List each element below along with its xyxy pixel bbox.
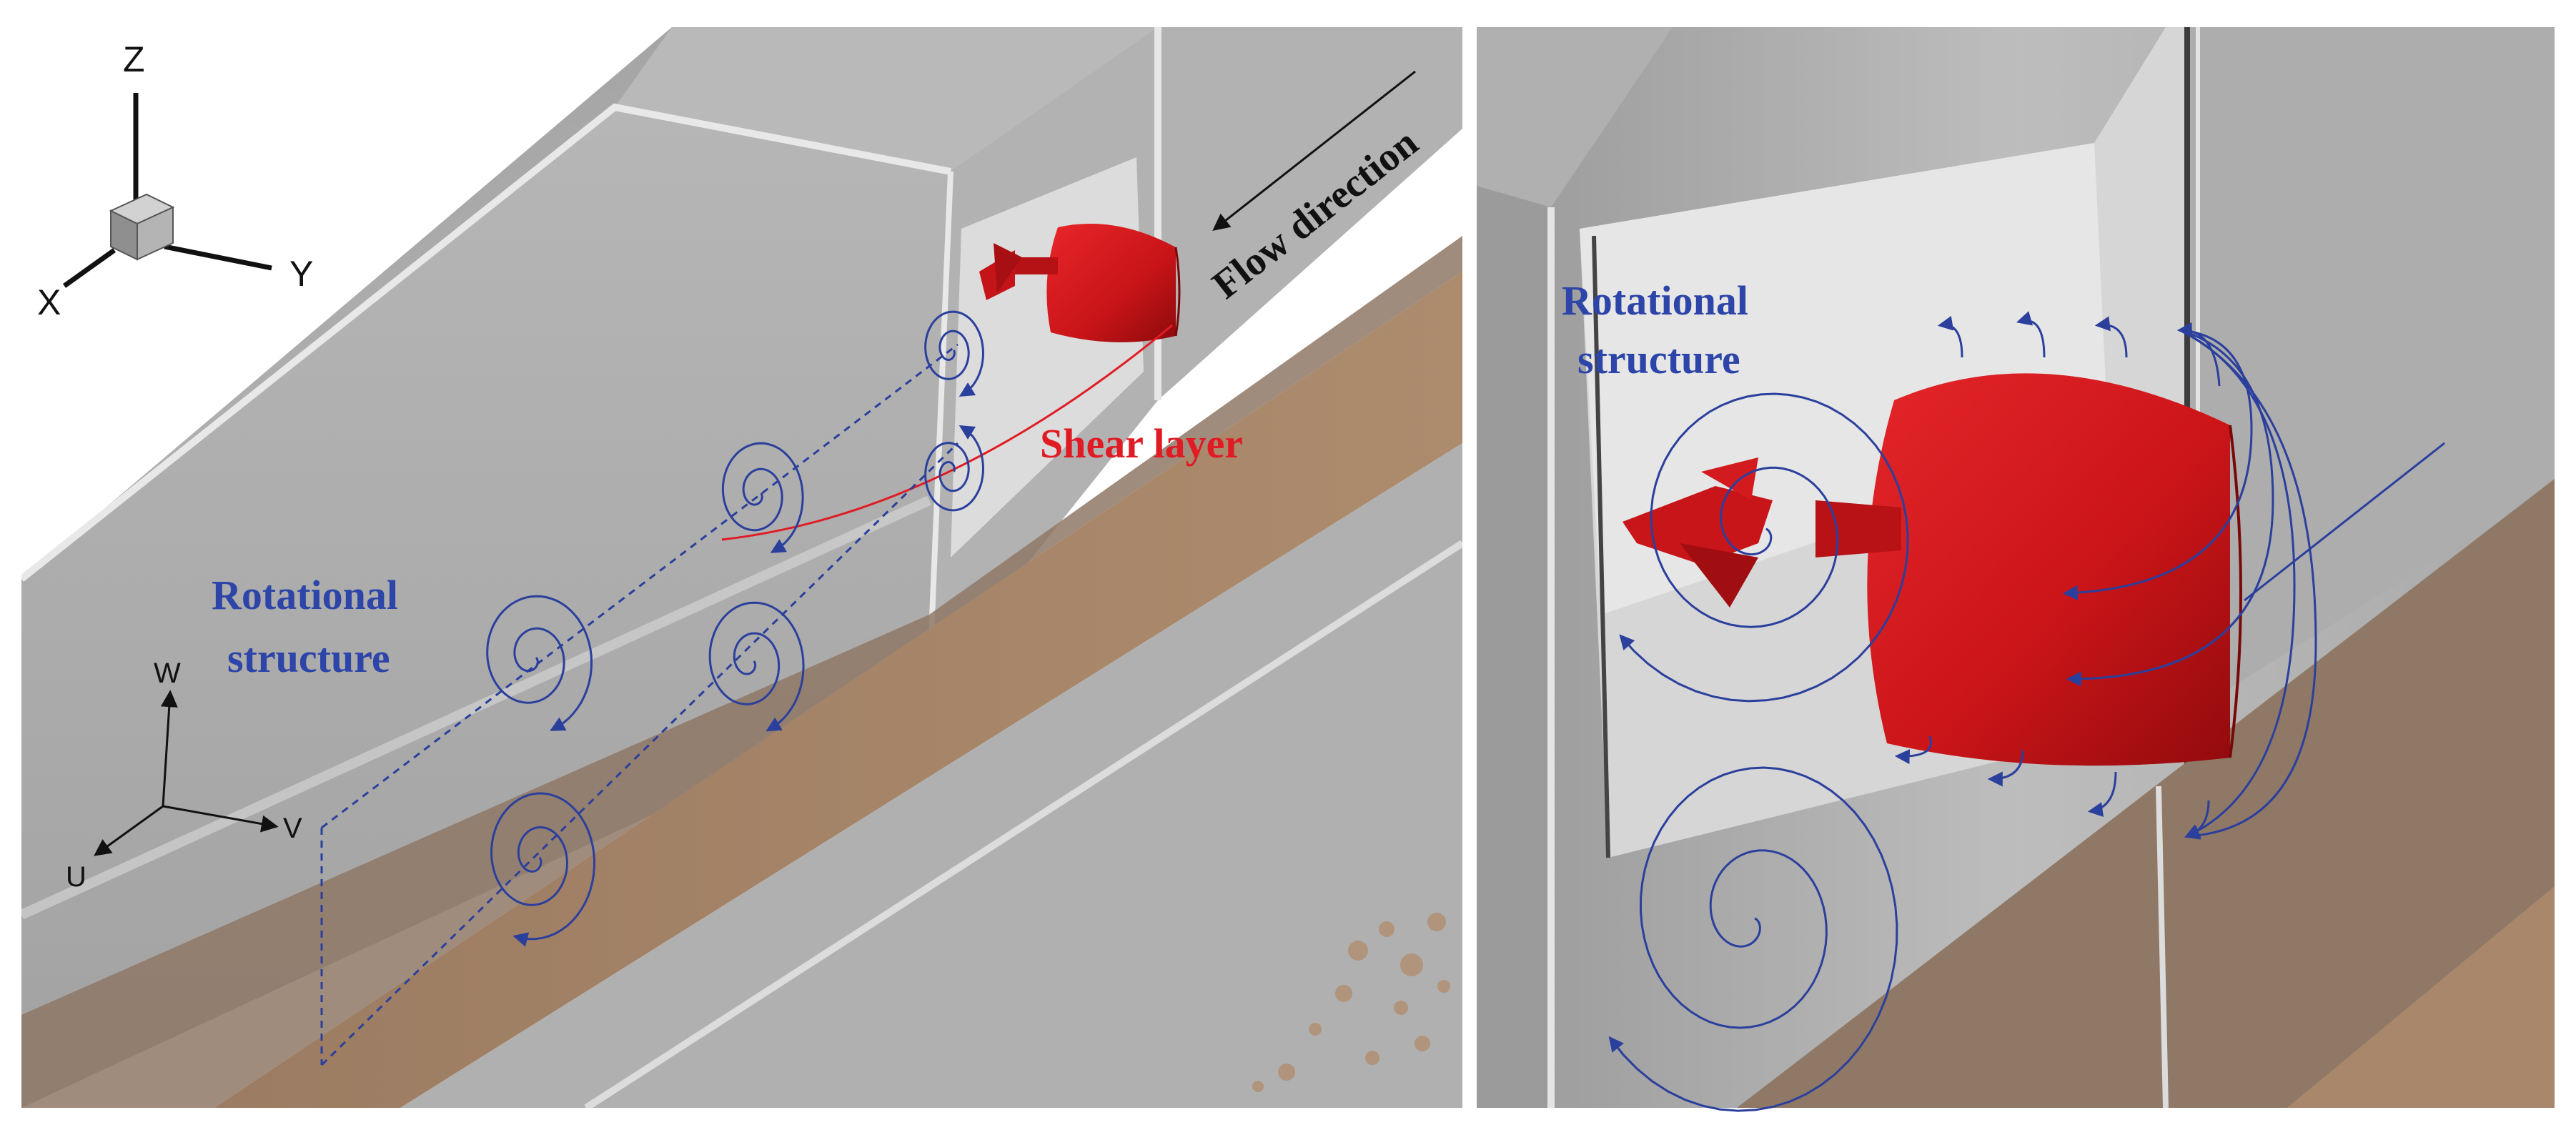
red-body-right [1623, 373, 2242, 766]
sediment-patches [1252, 913, 1450, 1092]
vortex-spirals-right [1608, 392, 1909, 1112]
vortex-guide-lines [320, 343, 959, 1066]
vortex-spiral [924, 425, 985, 512]
flow-arrows-top [1937, 311, 2221, 387]
vortex-spiral [490, 792, 596, 947]
rotational-structure-label-right-2: structure [1577, 336, 1740, 382]
structure-upper-strip [615, 27, 1158, 172]
vortex-spiral [924, 310, 985, 397]
velocity-w-label: W [154, 658, 181, 689]
vortex-spiral [708, 601, 805, 732]
left-pillar [1477, 186, 1551, 1108]
rotational-structure-label-left-2: structure [227, 635, 390, 681]
axis-z-label: Z [123, 39, 145, 79]
reference-line [2244, 442, 2445, 602]
axes-cube [109, 193, 175, 261]
velocity-v-label: V [283, 813, 302, 844]
uvw-velocity-triad [94, 690, 279, 856]
structure-front-face [21, 107, 951, 1108]
flow-direction-arrow [1212, 70, 1416, 231]
vortex-spirals-left [486, 310, 985, 947]
velocity-u-label: U [66, 861, 86, 893]
rotational-structure-label-right-1: Rotational [1562, 277, 1748, 324]
axis-x-label: X [37, 282, 61, 322]
right-wall-section [2187, 27, 2555, 715]
flow-arrows-side [2062, 329, 2317, 838]
seabed-shadow-right [1737, 479, 2555, 1108]
red-body-left [979, 223, 1181, 342]
right-panel: Rotational structure [1477, 27, 2555, 1112]
seabed-shadow [21, 236, 1462, 1108]
xyz-axes-triad: Z X Y [37, 39, 313, 322]
vortex-spiral [1619, 392, 1909, 703]
vortex-spiral [1608, 766, 1898, 1112]
axis-y-label: Y [289, 254, 313, 294]
rotational-structure-label-left-1: Rotational [212, 572, 398, 618]
lower-right-wall [400, 443, 1462, 1108]
flow-arrows-bottom [1894, 735, 2210, 840]
shear-layer-label: Shear layer [1040, 420, 1243, 467]
left-panel: Flow direction Shear layer Rotational st… [21, 27, 1462, 1108]
vortex-spiral [721, 442, 804, 553]
seabed-strip-right [2287, 886, 2555, 1108]
vortex-spiral [486, 595, 593, 731]
shear-layer-line [721, 324, 1173, 541]
